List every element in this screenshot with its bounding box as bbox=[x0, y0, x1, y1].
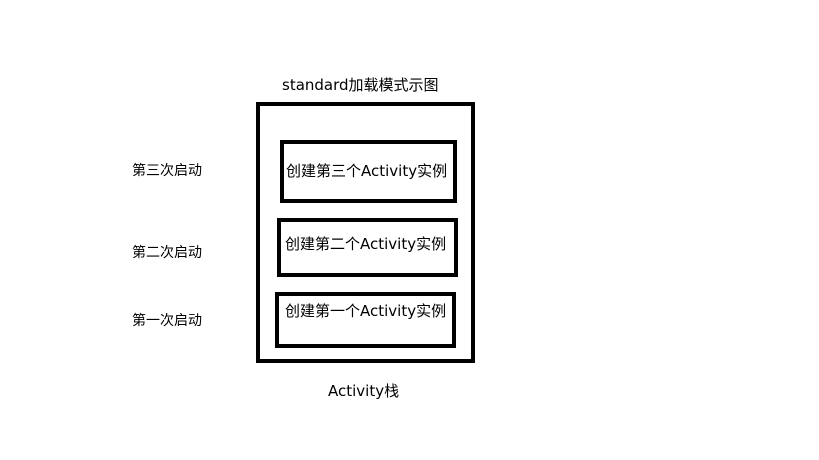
activity-instance-3-label: 创建第三个Activity实例 bbox=[286, 162, 448, 180]
activity-instance-1: 创建第一个Activity实例 bbox=[275, 292, 456, 348]
activity-stack-box bbox=[256, 102, 475, 363]
launch-label-1: 第一次启动 bbox=[132, 313, 202, 329]
activity-instance-2-label: 创建第二个Activity实例 bbox=[285, 235, 447, 253]
stack-label: Activity栈 bbox=[328, 382, 400, 400]
activity-instance-3: 创建第三个Activity实例 bbox=[280, 140, 457, 203]
activity-instance-1-label: 创建第一个Activity实例 bbox=[285, 302, 447, 320]
launch-label-2: 第二次启动 bbox=[132, 245, 202, 261]
launch-label-3: 第三次启动 bbox=[132, 163, 202, 179]
activity-instance-2: 创建第二个Activity实例 bbox=[277, 218, 458, 277]
diagram-title: standard加载模式示图 bbox=[282, 76, 439, 94]
